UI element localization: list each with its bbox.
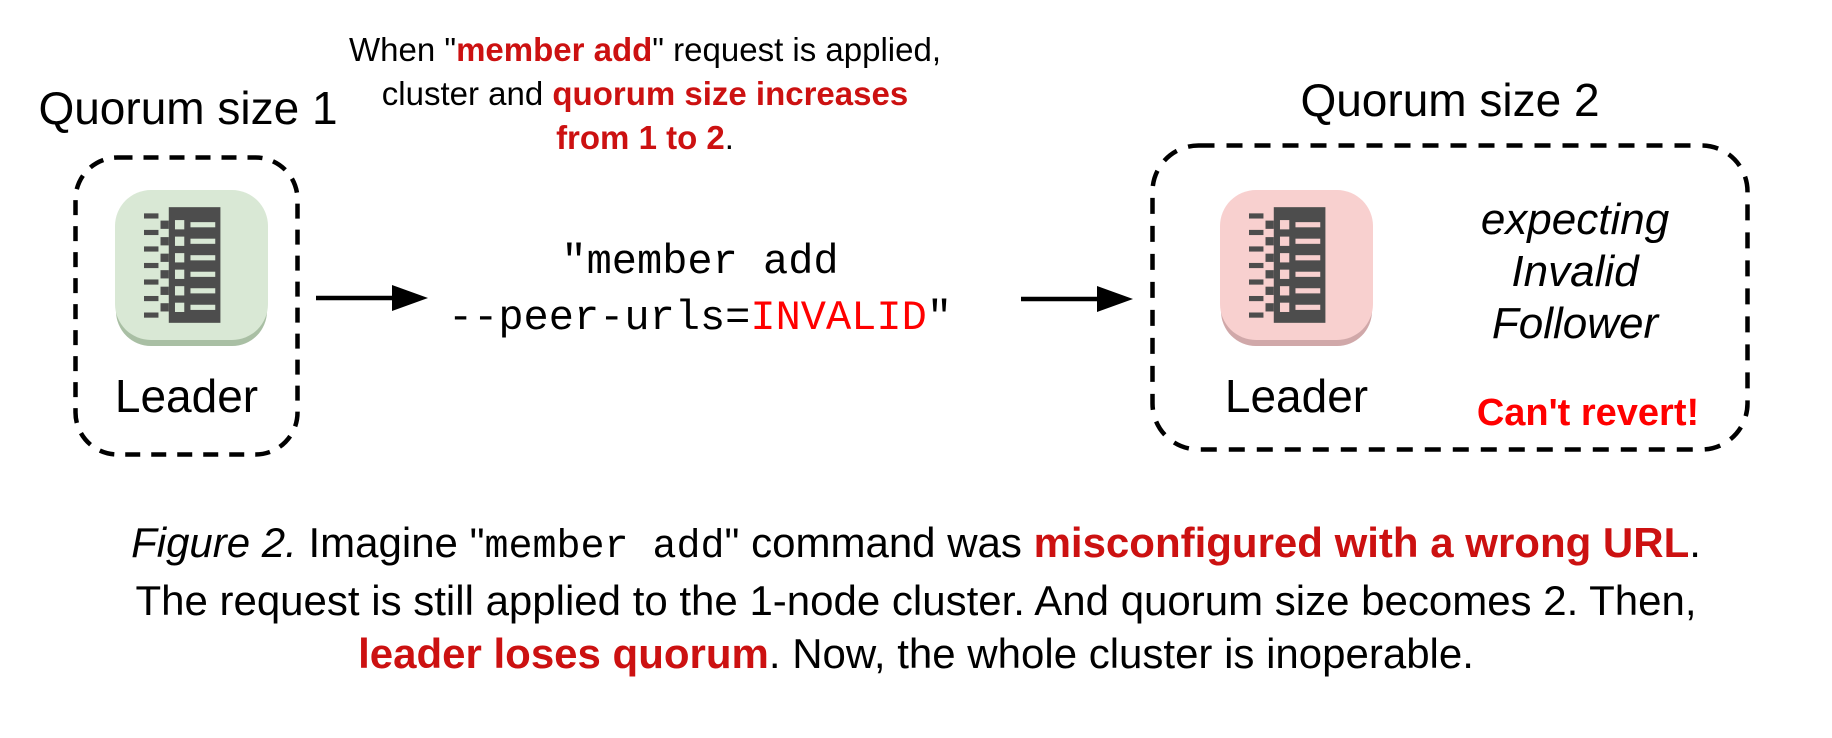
caption-text: . Now, the whole cluster is inoperable.: [768, 630, 1474, 677]
cant-revert-warning: Can't revert!: [1476, 392, 1700, 434]
command-invalid-value: INVALID: [750, 294, 927, 342]
expecting-note-line: Invalid: [1511, 247, 1639, 296]
top-note-text: cluster and: [381, 75, 553, 112]
caption-figure-label: Figure 2.: [131, 519, 297, 566]
top-note-text: .: [724, 119, 734, 156]
caption-line-3: leader loses quorum. Now, the whole clus…: [0, 627, 1832, 680]
figure-caption: Figure 2. Imagine "member add" command w…: [0, 516, 1832, 680]
log-list-icon: [1249, 207, 1326, 323]
left-cluster-title: Quorum size 1: [38, 82, 338, 134]
member-add-command: "member add --peer-urls=INVALID": [420, 234, 980, 346]
caption-text: .: [1689, 519, 1701, 566]
command-text: --peer-urls=: [447, 294, 751, 342]
leader-node-green: [115, 190, 268, 340]
top-note-text: When ": [348, 31, 457, 68]
caption-emphasis: leader loses quorum: [358, 630, 769, 677]
top-note-text: " request is applied,: [652, 31, 942, 68]
command-line-1: "member add: [561, 238, 839, 286]
command-text: ": [926, 294, 953, 342]
log-list-icon: [144, 207, 221, 323]
top-note-line-2: cluster and quorum size increases: [300, 72, 990, 116]
caption-line-2: The request is still applied to the 1-no…: [135, 577, 1697, 624]
command-line-2: --peer-urls=INVALID": [420, 290, 980, 346]
top-note-emphasis: from 1 to 2: [556, 119, 725, 156]
caption-text: Imagine ": [296, 519, 485, 566]
top-note: When "member add" request is applied, cl…: [300, 28, 990, 160]
caption-line-1: Figure 2. Imagine "member add" command w…: [0, 516, 1832, 574]
caption-text: " command was: [724, 519, 1034, 566]
arrow-right-icon: [316, 285, 428, 311]
top-note-line-3: from 1 to 2.: [300, 116, 990, 160]
right-leader-label: Leader: [1224, 370, 1369, 422]
expecting-note-line: expecting: [1480, 195, 1670, 244]
top-note-emphasis: member add: [456, 31, 653, 68]
left-cluster-dashed-box: [73, 155, 300, 457]
top-note-emphasis: quorum size increases: [552, 75, 909, 112]
arrow-right-icon: [1021, 286, 1133, 312]
caption-code: member add: [484, 525, 725, 570]
leader-node-pink: [1220, 190, 1373, 340]
expecting-invalid-follower-note: expecting Invalid Follower: [1410, 194, 1740, 350]
top-note-line-1: When "member add" request is applied,: [300, 28, 990, 72]
left-leader-label: Leader: [114, 370, 259, 422]
caption-emphasis: misconfigured with a wrong URL: [1033, 519, 1690, 566]
expecting-note-line: Follower: [1491, 299, 1659, 348]
right-cluster-title: Quorum size 2: [1300, 74, 1600, 126]
right-cluster-dashed-box: [1150, 143, 1750, 452]
